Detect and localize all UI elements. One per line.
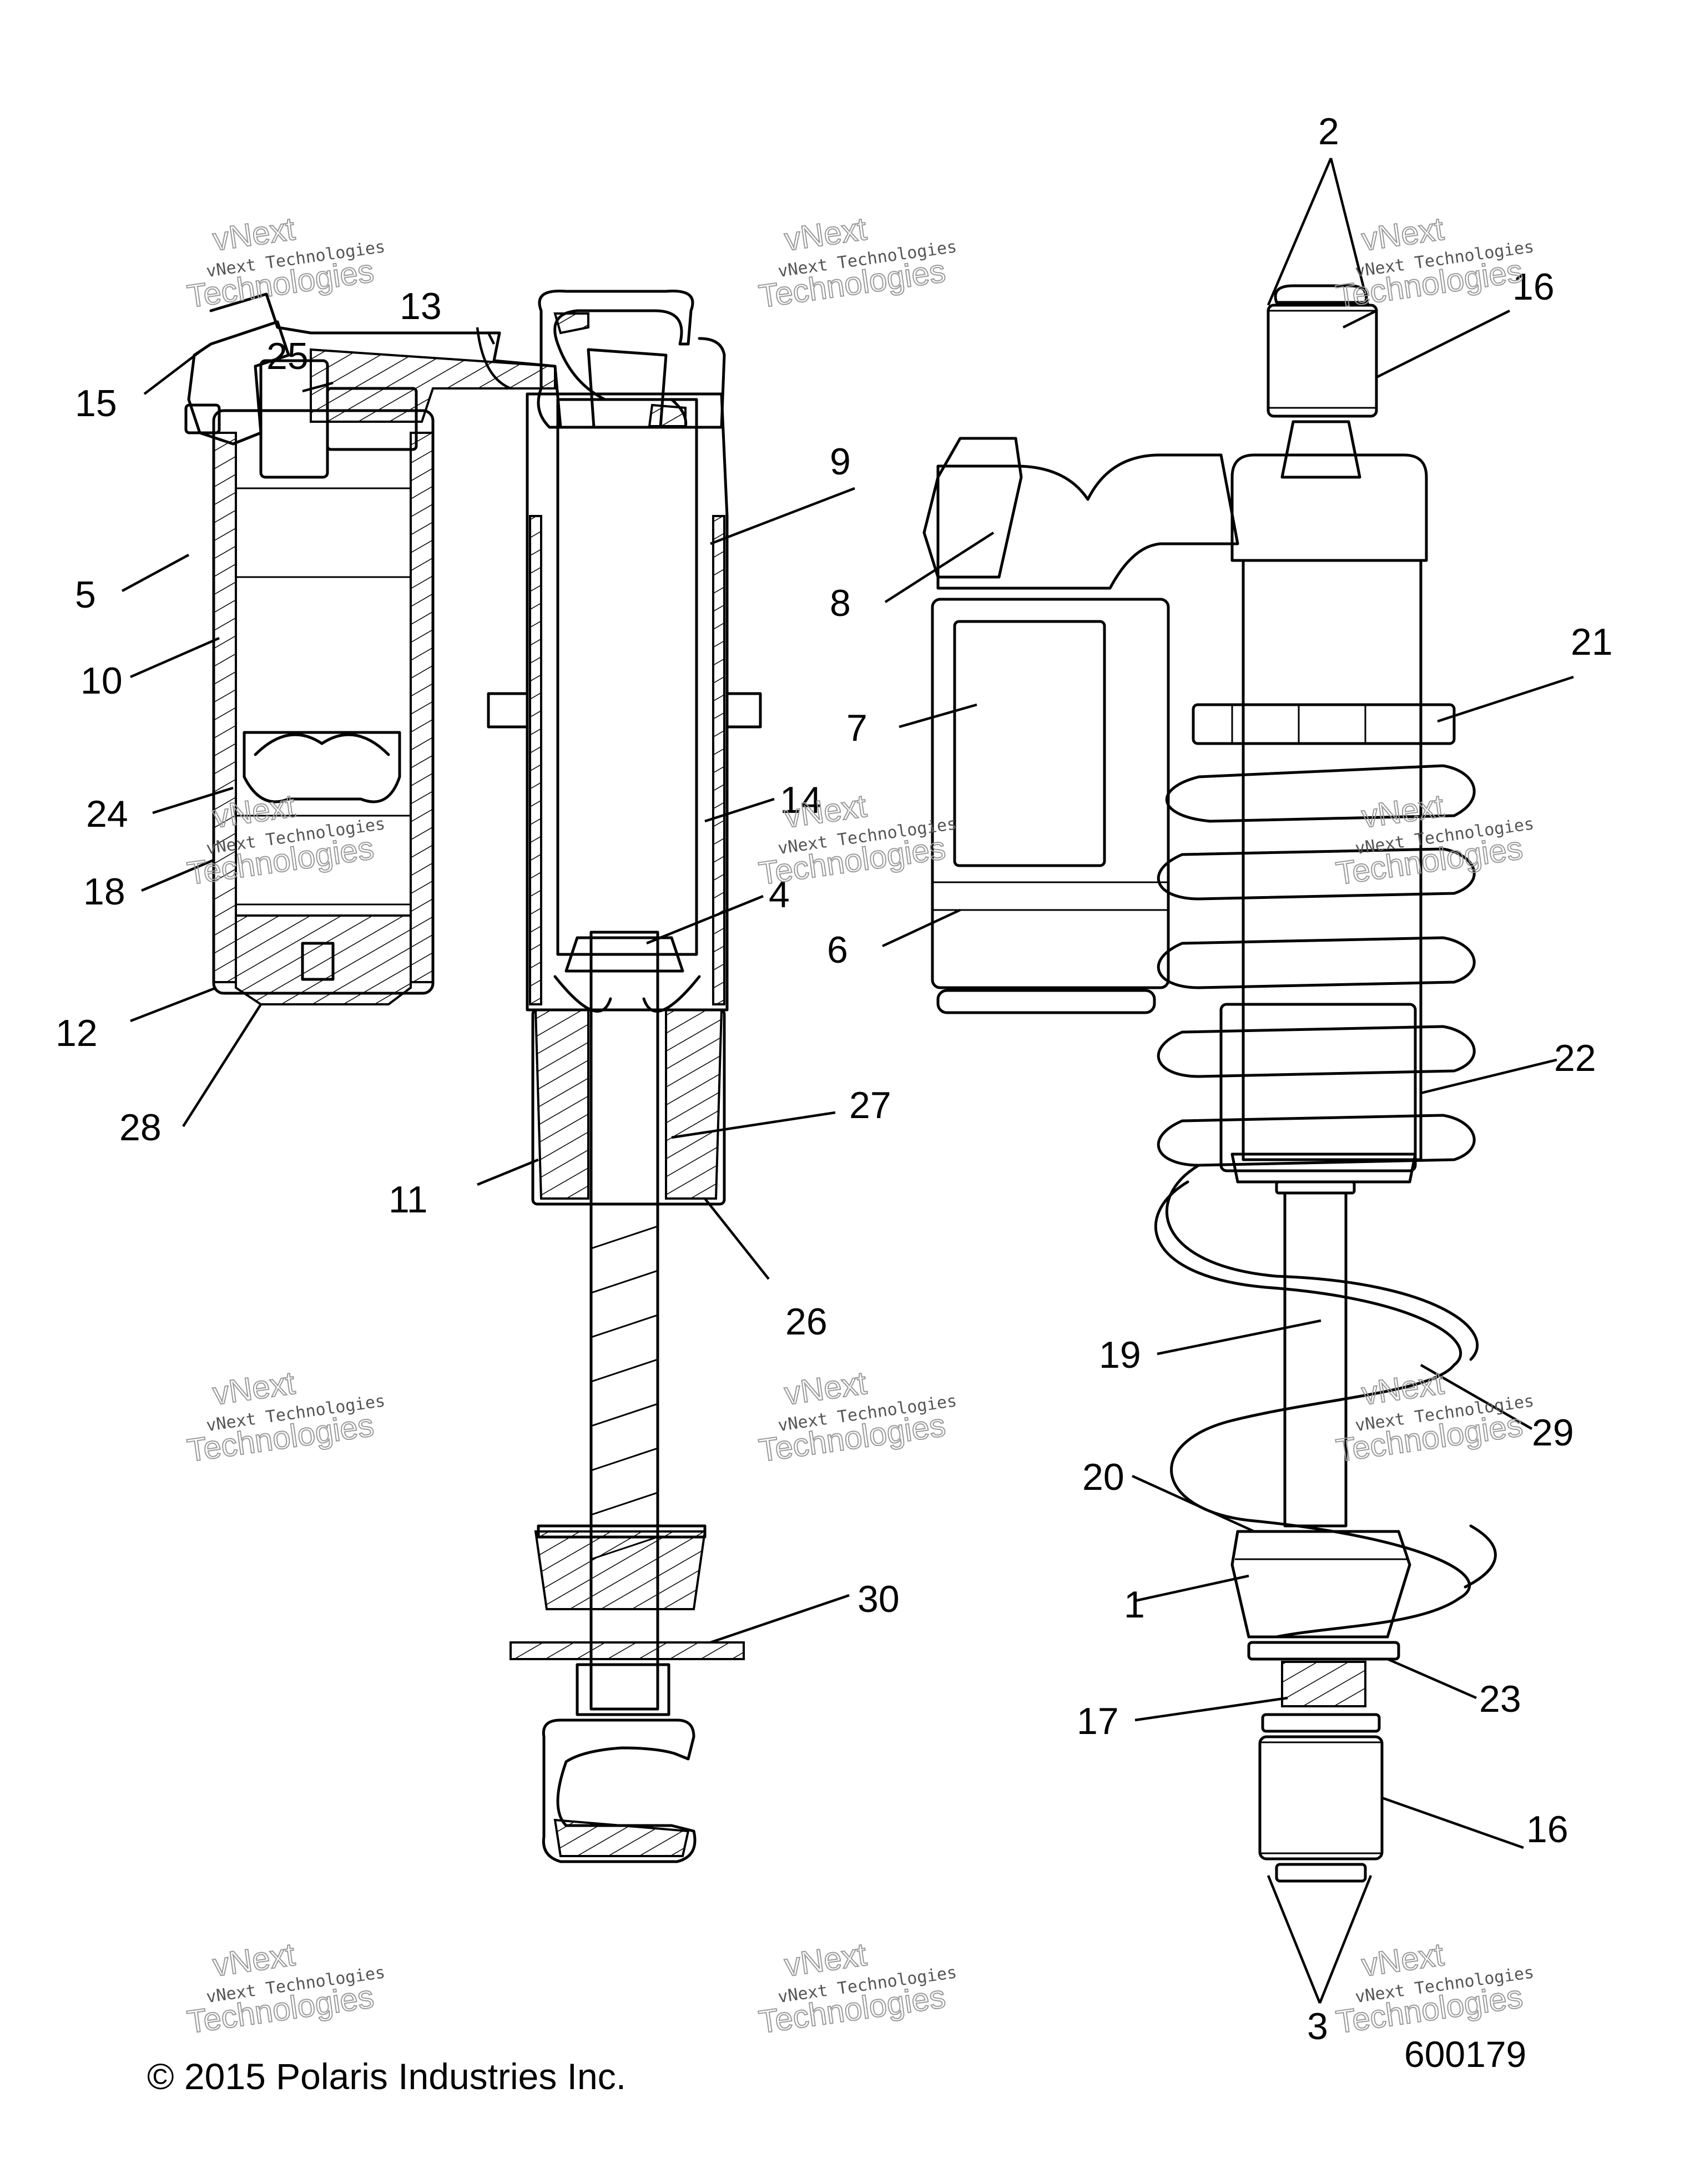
compression-adjuster-knob — [187, 320, 290, 446]
bottom-eyelet — [542, 1718, 697, 1863]
callout-27: 27 — [849, 1084, 891, 1126]
reservoir-body — [212, 409, 435, 995]
callout-19: 19 — [1099, 1334, 1141, 1376]
callout-7: 7 — [846, 707, 867, 749]
callout-25: 25 — [266, 335, 309, 377]
reservoir-hose-elbow — [936, 453, 1239, 590]
callout-21: 21 — [1571, 621, 1613, 663]
callout-8: 8 — [830, 582, 851, 624]
callout-6: 6 — [827, 929, 848, 971]
assembled-shock — [922, 284, 1497, 1883]
callout-20: 20 — [1082, 1456, 1124, 1498]
cutaway-shock-assembly — [184, 289, 762, 1863]
callout-5: 5 — [75, 574, 96, 616]
eyelet-neck — [587, 348, 668, 429]
lower-bushing — [1258, 1735, 1384, 1861]
callout-28: 28 — [119, 1106, 162, 1149]
callout-13: 13 — [400, 285, 442, 327]
seal-head — [531, 1008, 726, 1206]
preload-collar — [1192, 703, 1456, 745]
reservoir-piston — [243, 731, 401, 803]
shaft-thread-hatch — [591, 1225, 658, 1560]
lower-spring-seat — [1247, 1641, 1400, 1661]
callout-22: 22 — [1554, 1037, 1596, 1079]
callout-15: 15 — [75, 382, 117, 424]
callout-numbers: 1 2 3 4 5 6 7 8 9 10 11 12 13 14 15 16 1… — [56, 110, 1613, 2048]
callout-10: 10 — [80, 660, 123, 702]
jam-nut-17 — [1281, 1661, 1366, 1707]
spring-retainer-30 — [510, 1641, 745, 1660]
callout-29: 29 — [1532, 1412, 1574, 1454]
lower-spring — [1154, 1180, 1471, 1639]
callout-23: 23 — [1479, 1678, 1521, 1720]
callout-16-upper: 16 — [1512, 266, 1555, 308]
callout-11: 11 — [389, 1179, 428, 1221]
callout-14: 14 — [780, 779, 822, 821]
callout-17: 17 — [1077, 1700, 1119, 1742]
upper-bushing — [1267, 304, 1378, 418]
shaft-19 — [1283, 1191, 1348, 1528]
callout-1: 1 — [1124, 1584, 1145, 1626]
callout-2: 2 — [1318, 110, 1339, 153]
shaft — [589, 931, 659, 1711]
main-body — [526, 392, 729, 1012]
shock-body — [1242, 559, 1422, 1161]
callout-9: 9 — [830, 441, 851, 483]
shock-head — [1230, 453, 1428, 562]
diagram-id: 600179 — [1404, 2034, 1526, 2075]
callout-3: 3 — [1307, 2005, 1328, 2048]
reservoir-canister — [931, 598, 1170, 989]
bump-stop-1 — [1230, 1530, 1411, 1639]
bump-stop — [534, 1530, 707, 1610]
callout-26: 26 — [785, 1301, 828, 1343]
callout-16-lower: 16 — [1526, 1808, 1568, 1851]
callout-12: 12 — [56, 1012, 98, 1054]
callout-30: 30 — [857, 1578, 900, 1620]
reservoir-cap — [922, 437, 1023, 579]
callout-18: 18 — [83, 871, 125, 913]
leader-lines — [121, 158, 1574, 2004]
callout-24: 24 — [86, 793, 128, 835]
main-spring — [1157, 764, 1476, 1167]
callout-4: 4 — [769, 873, 790, 916]
body-tube-14 — [556, 398, 698, 956]
reservoir-end-cap — [235, 914, 412, 1005]
copyright-notice: © 2015 Polaris Industries Inc. — [147, 2056, 626, 2097]
